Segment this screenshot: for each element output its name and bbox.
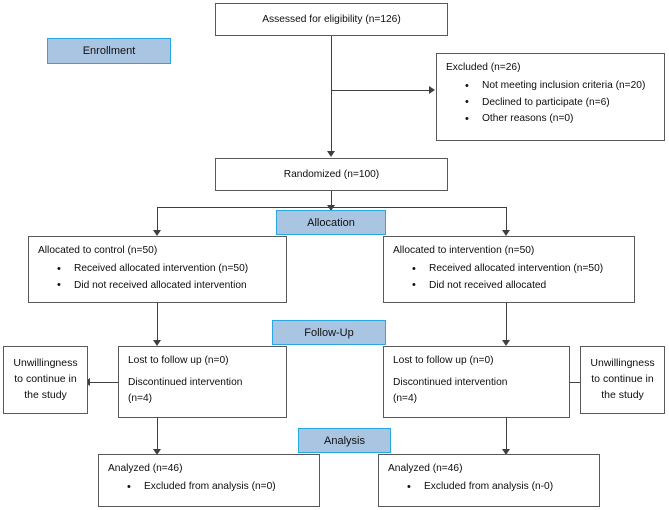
list-item: Declined to participate (n=6) [465, 95, 655, 110]
list-item: Not meeting inclusion criteria (n=20) [465, 79, 655, 94]
stage-label-analysis-text: Analysis [324, 434, 365, 447]
analysis-right-title: Analyzed (n=46) [388, 463, 463, 474]
stage-label-followup-text: Follow-Up [304, 326, 354, 339]
list-item: Received allocated intervention (n=50) [412, 262, 625, 277]
arrowhead-followup-left [153, 340, 161, 346]
box-followup-left: Lost to follow up (n=0) Discontinued int… [118, 346, 287, 418]
excluded-list: Not meeting inclusion criteria (n=20) De… [446, 79, 655, 127]
allocation-left-title: Allocated to control (n=50) [38, 245, 158, 256]
connector-allocation-right-drop [506, 207, 507, 232]
list-item: Excluded from analysis (n=0) [127, 480, 310, 495]
randomized-text: Randomized (n=100) [283, 168, 380, 180]
arrowhead-excluded [429, 86, 435, 94]
followup-left-line3: (n=4) [128, 392, 153, 404]
reason-right-text: Unwillingness to continue in the study [590, 357, 655, 401]
list-item: Did not received allocated [412, 278, 625, 293]
arrowhead-allocation-right [502, 230, 510, 236]
stage-label-allocation: Allocation [276, 210, 386, 235]
box-analyzed-right: Analyzed (n=46) Excluded from analysis (… [378, 454, 600, 507]
assessed-text: Assessed for eligibility (n=126) [262, 13, 401, 25]
arrowhead-randomized [327, 151, 335, 157]
stage-label-followup: Follow-Up [272, 320, 386, 345]
allocation-right-title: Allocated to intervention (n=50) [393, 245, 535, 256]
box-reason-right: Unwillingness to continue in the study [580, 346, 665, 414]
arrowhead-allocation-left [153, 230, 161, 236]
box-assessed-for-eligibility: Assessed for eligibility (n=126) [215, 3, 448, 36]
connector-followup-left-to-reason [90, 382, 118, 383]
stage-label-allocation-text: Allocation [307, 216, 355, 229]
stage-label-enrollment: Enrollment [47, 38, 171, 64]
arrowhead-analysis-right [502, 449, 510, 455]
list-item: Received allocated intervention (n=50) [57, 262, 277, 277]
reason-left-text: Unwillingness to continue in the study [13, 357, 78, 401]
arrowhead-analysis-left [153, 449, 161, 455]
arrowhead-allocation-stage [327, 205, 335, 211]
followup-right-line3: (n=4) [393, 392, 418, 404]
box-followup-right: Lost to follow up (n=0) Discontinued int… [383, 346, 570, 418]
followup-right-line1: Lost to follow up (n=0) [393, 355, 494, 366]
list-item: Did not received allocated intervention [57, 278, 277, 293]
stage-label-enrollment-text: Enrollment [82, 45, 136, 57]
box-excluded: Excluded (n=26) Not meeting inclusion cr… [436, 53, 665, 141]
stage-label-analysis: Analysis [298, 428, 391, 453]
connector-intervention-to-followup [506, 303, 507, 342]
allocation-right-list: Received allocated intervention (n=50) D… [393, 262, 625, 293]
analysis-right-list: Excluded from analysis (n-0) [388, 480, 590, 495]
followup-left-line1: Lost to follow up (n=0) [128, 355, 229, 366]
analysis-left-list: Excluded from analysis (n=0) [108, 480, 310, 495]
connector-assessed-to-randomized [331, 36, 332, 152]
box-allocated-control: Allocated to control (n=50) Received all… [28, 236, 287, 303]
box-randomized: Randomized (n=100) [215, 158, 448, 191]
connector-control-to-followup [157, 303, 158, 342]
connector-randomized-stub [331, 191, 332, 207]
list-item: Excluded from analysis (n-0) [407, 480, 590, 495]
allocation-left-list: Received allocated intervention (n=50) D… [38, 262, 277, 293]
list-item: Other reasons (n=0) [465, 112, 655, 127]
analysis-left-title: Analyzed (n=46) [108, 463, 183, 474]
arrowhead-followup-right [502, 340, 510, 346]
box-reason-left: Unwillingness to continue in the study [3, 346, 88, 414]
followup-left-line2: Discontinued intervention [128, 377, 243, 389]
excluded-title: Excluded (n=26) [446, 62, 521, 73]
connector-allocation-left-drop [157, 207, 158, 232]
connector-followup-left-to-analysis [157, 418, 158, 451]
connector-followup-right-to-analysis [506, 418, 507, 451]
connector-assessed-to-excluded [331, 90, 430, 91]
followup-right-line2: Discontinued intervention [393, 377, 508, 389]
box-analyzed-left: Analyzed (n=46) Excluded from analysis (… [98, 454, 320, 507]
box-allocated-intervention: Allocated to intervention (n=50) Receive… [383, 236, 635, 303]
